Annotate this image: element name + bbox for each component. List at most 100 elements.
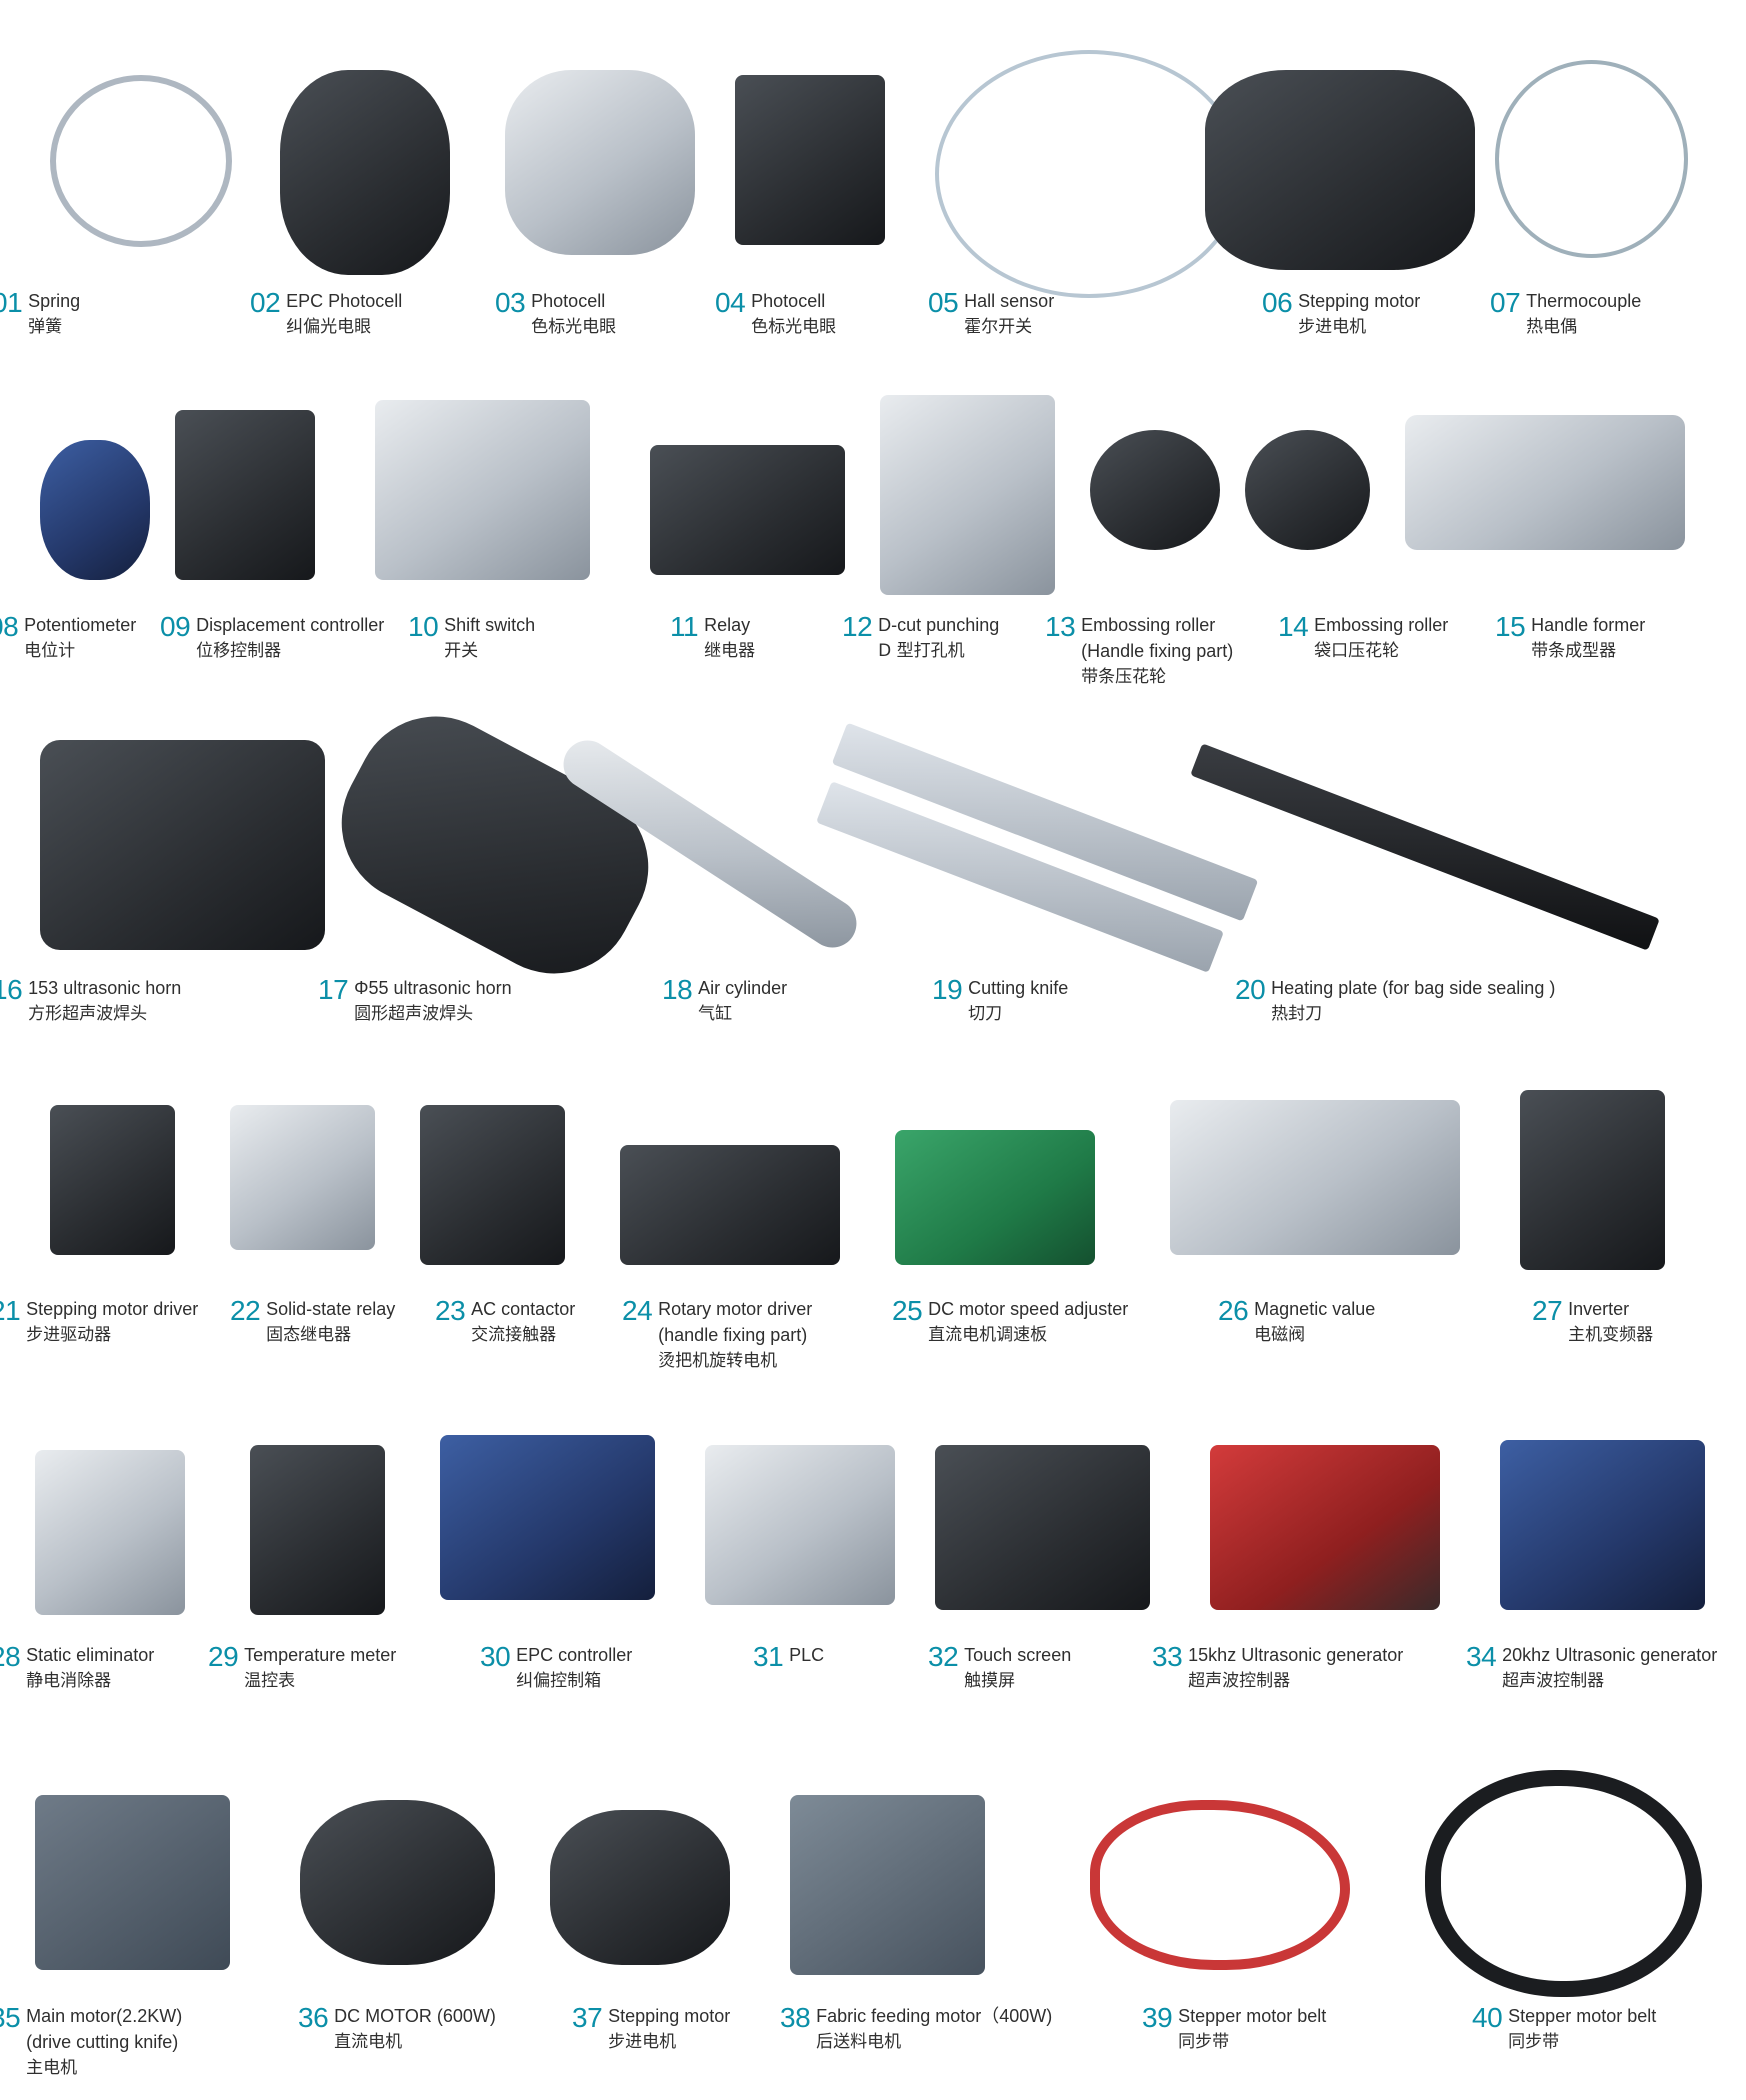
item-name-en: Static eliminator [26,1645,155,1665]
item-number: 09 [160,611,191,642]
item-number: 26 [1218,1295,1249,1326]
item-number: 25 [892,1295,923,1326]
item-name-en-line2: (handle fixing part) [658,1325,808,1345]
item-name-zh: 直流电机 [334,2032,403,2052]
item-number: 19 [932,974,963,1005]
item-name-en: Photocell [751,291,826,311]
dc-motor-image [300,1800,495,1965]
item-number: 35 [0,2002,21,2033]
item-name-zh: 带条压花轮 [1081,667,1167,687]
item-name-en: 15khz Ultrasonic generator [1188,1645,1404,1665]
item-name-zh: 静电消除器 [26,1671,112,1691]
item-name-en: Potentiometer [24,615,137,635]
item-number: 15 [1495,611,1526,642]
handle-former-image [1405,415,1685,550]
item-name-en: D-cut punching [878,615,1000,635]
item-name-zh: 色标光电眼 [531,317,617,337]
photocell-box-image [735,75,885,245]
item-name-zh: 位移控制器 [196,641,282,661]
epc-controller-image [440,1435,655,1600]
item-name-en: Inverter [1568,1299,1630,1319]
item-name-zh: 电磁阀 [1254,1325,1306,1345]
item-name-en: Stepper motor belt [1178,2006,1327,2026]
item-number: 22 [230,1295,261,1326]
item-number: 13 [1045,611,1076,642]
item-number: 07 [1490,287,1521,318]
item-name-zh: D 型打孔机 [878,641,965,661]
item-number: 18 [662,974,693,1005]
item-number: 24 [622,1295,653,1326]
main-motor-image [35,1795,230,1970]
item-name-en: Hall sensor [964,291,1055,311]
item-number: 12 [842,611,873,642]
item-name-zh: 后送料电机 [816,2032,902,2052]
embossing-roller-handle-image [1090,430,1220,550]
item-number: 33 [1152,1641,1183,1672]
item-number: 03 [495,287,526,318]
item-name-zh: 固态继电器 [266,1325,352,1345]
item-name-en: DC motor speed adjuster [928,1299,1129,1319]
item-name-zh: 带条成型器 [1531,641,1617,661]
item-name-en: Fabric feeding motor（400W) [816,2006,1053,2026]
item-name-zh: 热电偶 [1526,317,1578,337]
stepping-motor-large-image [550,1810,730,1965]
item-name-en: Φ55 ultrasonic horn [354,978,512,998]
item-name-en: 20khz Ultrasonic generator [1502,1645,1718,1665]
stepper-motor-belt-red-image [1090,1800,1350,1970]
dc-motor-speed-adjuster-image [895,1130,1095,1265]
item-number: 39 [1142,2002,1173,2033]
item-number: 01 [0,287,23,318]
item-number: 08 [0,611,19,642]
item-name-zh: 步进电机 [608,2032,677,2052]
item-name-en: Heating plate (for bag side sealing ) [1271,978,1556,998]
d-cut-punching-image [880,395,1055,595]
item-number: 30 [480,1641,511,1672]
item-name-zh: 开关 [444,641,479,661]
item-name-en: Air cylinder [698,978,788,998]
item-name-en: Magnetic value [1254,1299,1376,1319]
spring-image [50,75,232,247]
item-number: 32 [928,1641,959,1672]
item-name-zh: 热封刀 [1271,1004,1323,1024]
item-name-zh: 主电机 [26,2058,78,2078]
item-name-en: Cutting knife [968,978,1069,998]
item-name-zh: 温控表 [244,1671,296,1691]
touch-screen-image [935,1445,1150,1610]
item-name-en: EPC controller [516,1645,633,1665]
item-name-zh: 步进驱动器 [26,1325,112,1345]
item-number: 02 [250,287,281,318]
item-number: 14 [1278,611,1309,642]
item-name-zh: 纠偏控制箱 [516,1671,602,1691]
item-name-en-line2: (drive cutting knife) [26,2032,179,2052]
item-name-zh: 霍尔开关 [964,317,1033,337]
item-name-en: Photocell [531,291,606,311]
item-name-en: Rotary motor driver [658,1299,813,1319]
item-name-en: PLC [789,1645,825,1665]
item-name-zh: 圆形超声波焊头 [354,1004,474,1024]
plc-image [705,1445,895,1605]
item-name-en: DC MOTOR (600W) [334,2006,496,2026]
item-name-en: Stepper motor belt [1508,2006,1657,2026]
stepper-motor-belt-black-image [1425,1770,1702,1997]
stepping-motor-image [1205,70,1475,270]
item-name-en: Stepping motor [608,2006,731,2026]
displacement-controller-image [175,410,315,580]
item-number: 04 [715,287,746,318]
item-number: 06 [1262,287,1293,318]
hall-sensor-image [935,50,1243,298]
item-name-en: Relay [704,615,751,635]
item-name-en: Displacement controller [196,615,385,635]
item-name-en: Shift switch [444,615,536,635]
item-name-en: Stepping motor driver [26,1299,199,1319]
item-number: 20 [1235,974,1266,1005]
item-number: 36 [298,2002,329,2033]
item-name-en: 153 ultrasonic horn [28,978,182,998]
item-number: 10 [408,611,439,642]
inverter-image [1520,1090,1665,1270]
item-name-zh: 电位计 [24,641,76,661]
item-number: 38 [780,2002,811,2033]
static-eliminator-image [35,1450,185,1615]
item-name-en: Spring [28,291,81,311]
item-number: 27 [1532,1295,1563,1326]
embossing-roller-image [1245,430,1370,550]
